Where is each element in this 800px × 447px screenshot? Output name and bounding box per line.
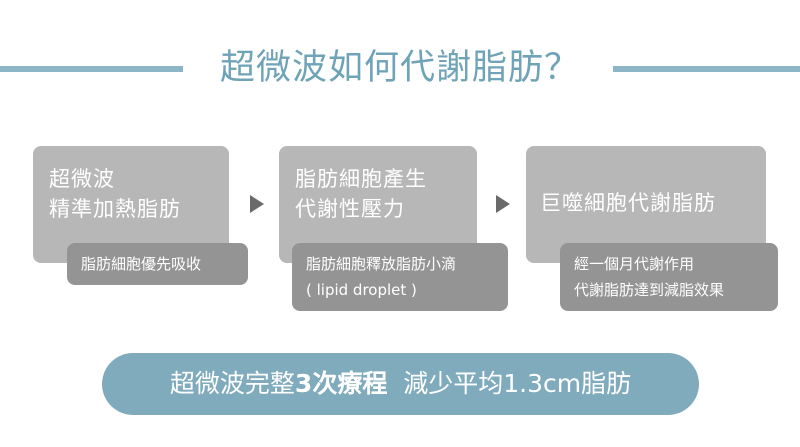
step-2-note-line-2: ( lipid droplet ) — [306, 281, 417, 299]
summary-suffix: 減少平均1.3cm脂肪 — [387, 369, 632, 398]
step-1-text: 超微波 精準加熱脂肪 — [49, 164, 181, 224]
step-2-line-1: 脂肪細胞產生 — [295, 167, 427, 191]
step-1-note-line-1: 脂肪細胞優先吸收 — [81, 255, 202, 273]
step-3-note-line-1: 經一個月代謝作用 — [574, 255, 695, 273]
step-2-note-line-1: 脂肪細胞釋放脂肪小滴 — [306, 255, 457, 273]
step-2-line-2: 代謝性壓力 — [295, 197, 405, 221]
arrow-right-icon — [250, 195, 264, 213]
summary-prefix: 超微波完整 — [169, 369, 295, 398]
step-1-note: 脂肪細胞優先吸收 — [67, 243, 248, 285]
arrow-right-icon — [496, 195, 510, 213]
step-2-text: 脂肪細胞產生 代謝性壓力 — [295, 164, 427, 224]
step-3-note: 經一個月代謝作用 代謝脂肪達到減脂效果 — [560, 243, 778, 311]
step-1-line-1: 超微波 — [49, 167, 115, 191]
page-title: 超微波如何代謝脂肪？ — [219, 48, 580, 88]
summary-pill: 超微波完整3次療程 減少平均1.3cm脂肪 — [102, 353, 699, 415]
step-3-note-line-2: 代謝脂肪達到減脂效果 — [574, 281, 725, 299]
title-line-left — [0, 66, 183, 72]
step-2-note: 脂肪細胞釋放脂肪小滴 ( lipid droplet ) — [292, 243, 508, 311]
step-1-line-2: 精準加熱脂肪 — [49, 197, 181, 221]
step-3-line-1: 巨噬細胞代謝脂肪 — [540, 191, 716, 215]
summary-bold: 3次療程 — [294, 369, 388, 398]
title-line-right — [613, 66, 800, 72]
step-3-text: 巨噬細胞代謝脂肪 — [540, 188, 716, 218]
